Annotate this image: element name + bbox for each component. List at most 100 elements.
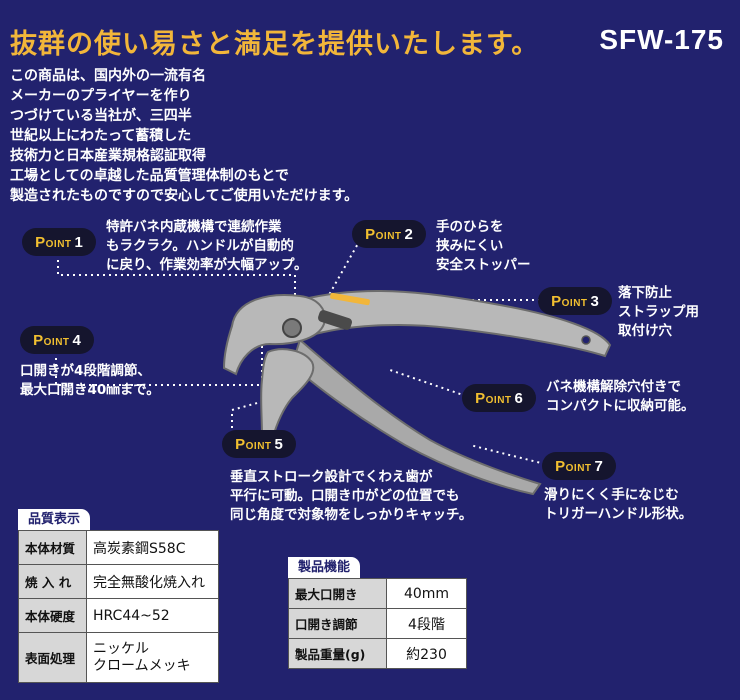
point-badge-1: POINT 1 bbox=[22, 228, 96, 256]
function-label: 製品重量(g) bbox=[288, 638, 387, 669]
point-label: POINT bbox=[475, 389, 512, 407]
point-line: ストラップ用 bbox=[618, 304, 699, 320]
spring-slot bbox=[318, 310, 352, 330]
point-number: 6 bbox=[514, 389, 523, 407]
point-text-2: 手のひらを 挟みにくい 安全ストッパー bbox=[436, 218, 531, 275]
point-line: 滑りにくく手になじむ bbox=[544, 487, 679, 503]
point-badge-5: POINT 5 bbox=[222, 430, 296, 458]
function-value: 約230 bbox=[386, 638, 467, 669]
lower-handle bbox=[290, 338, 542, 496]
table-row: 口開き調節 4段階 bbox=[288, 608, 467, 639]
point-number: 3 bbox=[590, 292, 599, 310]
point-number: 7 bbox=[594, 457, 603, 475]
point-badge-2: POINT 2 bbox=[352, 220, 426, 248]
quality-title: 品質表示 bbox=[18, 509, 91, 530]
table-row: 最大口開き 40mm bbox=[288, 578, 467, 609]
function-value: 40mm bbox=[386, 578, 467, 609]
point-line: もラクラク。ハンドルが自動的 bbox=[106, 238, 294, 254]
intro-line: 技術力と日本産業規格認証取得 bbox=[10, 148, 206, 164]
pivot-bolt bbox=[282, 318, 302, 338]
function-label: 口開き調節 bbox=[288, 608, 387, 639]
quality-value: 完全無酸化焼入れ bbox=[86, 564, 219, 599]
point-line: 取付け穴 bbox=[618, 323, 672, 339]
point-line: 落下防止 bbox=[618, 285, 672, 301]
leader-line-1 bbox=[57, 242, 296, 318]
point-line: 手のひらを bbox=[436, 219, 504, 235]
upper-handle bbox=[298, 289, 612, 358]
model-number: SFW-175 bbox=[599, 24, 724, 55]
point-line: に戻り、作業効率が大幅アップ。 bbox=[106, 257, 308, 273]
table-row: 本体硬度 HRC44~52 bbox=[18, 598, 219, 633]
point-line: バネ機構解除穴付きで bbox=[546, 379, 681, 395]
point-text-7: 滑りにくく手になじむ トリガーハンドル形状。 bbox=[544, 486, 692, 524]
point-label: POINT bbox=[365, 225, 402, 243]
point-text-6: バネ機構解除穴付きで コンパクトに収納可能。 bbox=[546, 378, 695, 416]
point-label: POINT bbox=[551, 292, 588, 310]
intro-line: この商品は、国内外の一流有名 bbox=[10, 68, 206, 84]
point-text-4: 口開きが4段階調節、 最大口開き40㎜まで。 bbox=[20, 362, 160, 400]
table-row: 表面処理 ニッケル クロームメッキ bbox=[18, 632, 219, 683]
table-row: 本体材質 高炭素鋼S58C bbox=[18, 530, 219, 565]
point-number: 5 bbox=[274, 435, 283, 453]
quality-section: 品質表示 本体材質 高炭素鋼S58C 焼 入 れ 完全無酸化焼入れ 本体硬度 H… bbox=[18, 508, 219, 683]
quality-value: HRC44~52 bbox=[86, 598, 219, 633]
point-line: 平行に可動。口開き巾がどの位置でも bbox=[230, 488, 460, 504]
function-value: 4段階 bbox=[386, 608, 467, 639]
quality-label: 本体硬度 bbox=[18, 598, 87, 633]
leader-line-6 bbox=[389, 369, 467, 397]
strap-hole bbox=[581, 335, 591, 345]
intro-line: 工場としての卓越した品質管理体制のもとで bbox=[10, 168, 289, 184]
point-line: 同じ角度で対象物をしっかりキャッチ。 bbox=[230, 507, 473, 523]
leader-line-5 bbox=[231, 399, 269, 440]
point-line: 垂直ストローク設計でくわえ歯が bbox=[230, 469, 433, 485]
headline: 抜群の使い易さと満足を提供いたします。 bbox=[10, 29, 540, 60]
point-label: POINT bbox=[35, 233, 72, 251]
function-section: 製品機能 最大口開き 40mm 口開き調節 4段階 製品重量(g) 約230 bbox=[288, 556, 467, 669]
point-badge-4: POINT 4 bbox=[20, 326, 94, 354]
brand-marking bbox=[330, 292, 370, 306]
intro-line: 製造されたものですので安心してご使用いただけます。 bbox=[10, 188, 359, 204]
leader-lines bbox=[55, 239, 546, 465]
point-line: 最大口開き40㎜まで。 bbox=[20, 382, 160, 398]
quality-value: ニッケル クロームメッキ bbox=[86, 632, 219, 683]
point-line: コンパクトに収納可能。 bbox=[546, 398, 695, 414]
quality-table: 本体材質 高炭素鋼S58C 焼 入 れ 完全無酸化焼入れ 本体硬度 HRC44~… bbox=[18, 530, 219, 683]
point-line: 安全ストッパー bbox=[436, 257, 531, 273]
quality-value-line: クロームメッキ bbox=[93, 657, 191, 674]
intro-line: つづけている当社が、三四半 bbox=[10, 108, 192, 124]
pliers-body bbox=[222, 289, 612, 496]
point-line: 挟みにくい bbox=[436, 238, 504, 254]
intro-line: メーカーのプライヤーを作り bbox=[10, 88, 192, 104]
point-line: 口開きが4段階調節、 bbox=[20, 363, 151, 379]
table-row: 焼 入 れ 完全無酸化焼入れ bbox=[18, 564, 219, 599]
point-badge-7: POINT 7 bbox=[542, 452, 616, 480]
quality-label: 表面処理 bbox=[18, 632, 87, 683]
lower-jaw bbox=[260, 348, 315, 442]
leader-line-7 bbox=[469, 444, 546, 465]
quality-value: 高炭素鋼S58C bbox=[86, 530, 219, 565]
quality-label: 本体材質 bbox=[18, 530, 87, 565]
point-text-5: 垂直ストローク設計でくわえ歯が 平行に可動。口開き巾がどの位置でも 同じ角度で対… bbox=[230, 468, 472, 525]
point-number: 1 bbox=[74, 233, 83, 251]
table-row: 製品重量(g) 約230 bbox=[288, 638, 467, 669]
intro-text: この商品は、国内外の一流有名 メーカーのプライヤーを作り つづけている当社が、三… bbox=[10, 66, 480, 206]
point-text-1: 特許バネ内蔵機構で連続作業 もラクラク。ハンドルが自動的 に戻り、作業効率が大幅… bbox=[106, 218, 308, 275]
point-number: 4 bbox=[72, 331, 81, 349]
point-badge-3: POINT 3 bbox=[538, 287, 612, 315]
point-label: POINT bbox=[555, 457, 592, 475]
intro-line: 世紀以上にわたって蓄積した bbox=[10, 128, 192, 144]
point-text-3: 落下防止 ストラップ用 取付け穴 bbox=[618, 284, 699, 341]
point-number: 2 bbox=[404, 225, 413, 243]
function-table: 最大口開き 40mm 口開き調節 4段階 製品重量(g) 約230 bbox=[288, 578, 467, 669]
upper-jaw bbox=[222, 294, 326, 376]
function-label: 最大口開き bbox=[288, 578, 387, 609]
quality-value-line: ニッケル bbox=[93, 640, 149, 657]
point-badge-6: POINT 6 bbox=[462, 384, 536, 412]
function-title: 製品機能 bbox=[288, 557, 361, 578]
point-label: POINT bbox=[235, 435, 272, 453]
point-line: 特許バネ内蔵機構で連続作業 bbox=[106, 219, 282, 235]
quality-label: 焼 入 れ bbox=[18, 564, 87, 599]
point-label: POINT bbox=[33, 331, 70, 349]
point-line: トリガーハンドル形状。 bbox=[544, 506, 693, 522]
